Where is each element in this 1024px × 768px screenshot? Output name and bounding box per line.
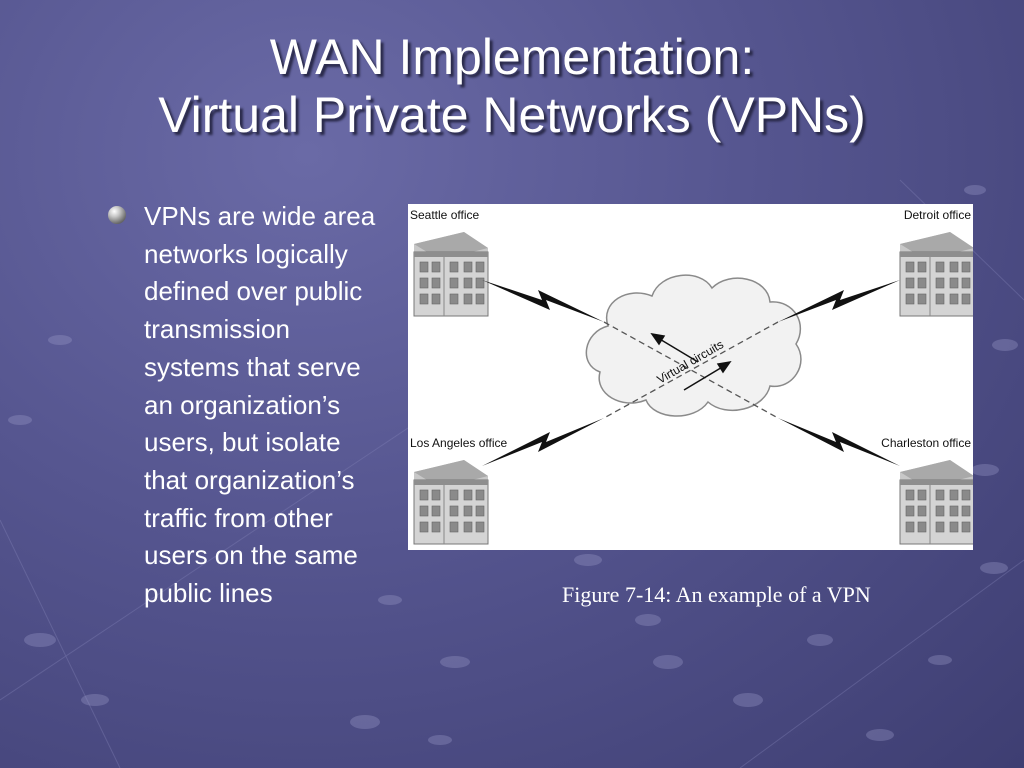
link-charleston bbox=[778, 418, 900, 466]
title-line-1: WAN Implementation: bbox=[269, 29, 755, 85]
bullet-text: VPNs are wide area networks logically de… bbox=[144, 201, 376, 609]
link-detroit bbox=[778, 280, 900, 322]
circuit-arrows bbox=[650, 332, 732, 391]
wan-links bbox=[482, 280, 900, 466]
link-los-angeles bbox=[482, 418, 604, 466]
label-seattle-office: Seattle office bbox=[410, 208, 479, 222]
label-los-angeles-office: Los Angeles office bbox=[410, 436, 508, 450]
bullet-sphere-icon bbox=[108, 206, 126, 224]
label-charleston-office: Charleston office bbox=[881, 436, 971, 450]
title-line-2: Virtual Private Networks (VPNs) bbox=[158, 87, 866, 143]
label-detroit-office: Detroit office bbox=[904, 208, 971, 222]
building-charleston-icon bbox=[899, 459, 973, 545]
slide-title: WAN Implementation: Virtual Private Netw… bbox=[0, 28, 1024, 144]
vpn-diagram: Seattle office Detroit office Los Angele… bbox=[410, 208, 973, 545]
internet-cloud-icon bbox=[585, 274, 802, 417]
virtual-circuits bbox=[603, 321, 779, 419]
building-detroit-icon bbox=[899, 231, 973, 317]
link-seattle bbox=[482, 280, 604, 322]
vpn-figure: Seattle office Detroit office Los Angele… bbox=[408, 204, 973, 550]
building-seattle-icon bbox=[413, 231, 489, 317]
figure-caption: Figure 7-14: An example of a VPN bbox=[562, 582, 871, 607]
building-los-angeles-icon bbox=[413, 459, 489, 545]
